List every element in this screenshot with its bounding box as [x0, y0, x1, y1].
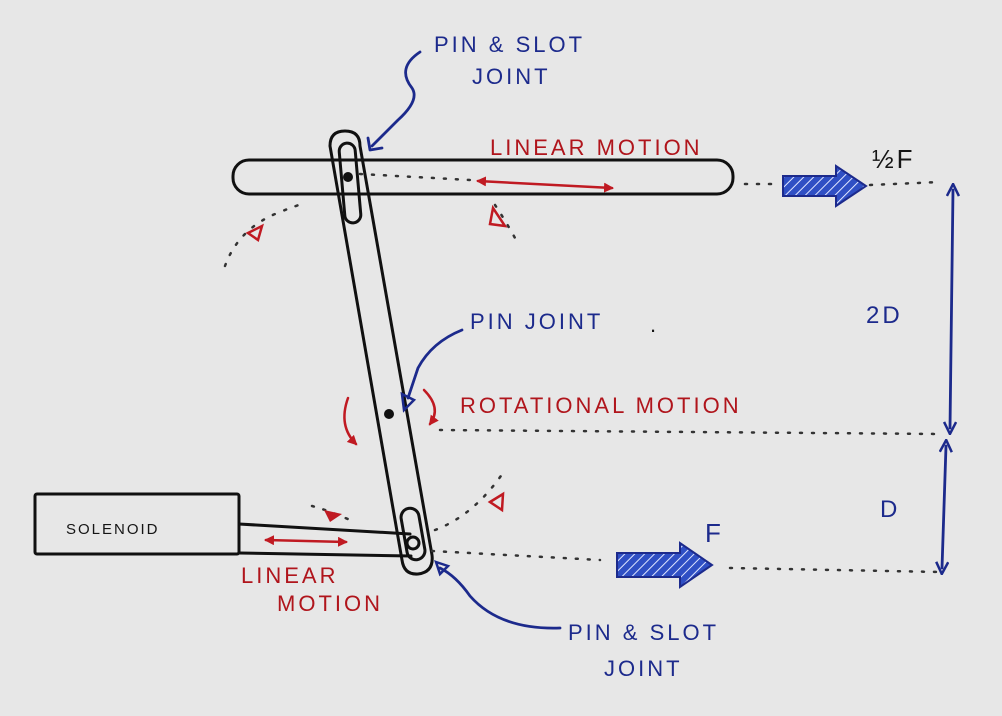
d-label: D	[880, 496, 900, 523]
dotted-line-middle	[438, 428, 942, 436]
rotation-arrow-left	[343, 396, 358, 446]
top-pin	[343, 172, 353, 182]
red-triangle-top	[488, 204, 508, 228]
leader-top-pin-slot	[370, 50, 422, 148]
two-d-label: 2D	[866, 302, 903, 329]
leader-top-arrowhead	[366, 136, 384, 152]
dimension-2d-arrow	[950, 190, 953, 428]
solenoid-plunger	[237, 522, 413, 558]
top-bar	[231, 158, 735, 196]
dotted-line-top	[358, 172, 472, 182]
force-arrow	[616, 541, 714, 589]
pin-slot-joint-bottom-label-line2: JOINT	[604, 656, 683, 681]
red-triangle-bottom-right	[487, 491, 505, 513]
linear-motion-bottom-label-line1: LINEAR	[241, 563, 338, 588]
leader-pin-joint	[406, 328, 464, 400]
rotational-motion-label: ROTATIONAL MOTION	[460, 393, 742, 418]
dotted-arc-top-right	[493, 203, 517, 240]
bottom-pin	[405, 535, 421, 551]
solenoid-label: SOLENOID	[66, 521, 160, 538]
pin-slot-joint-bottom-label-line1: PIN & SLOT	[568, 620, 719, 645]
top-slot	[337, 141, 363, 225]
top-linear-motion-arrow	[476, 176, 614, 193]
center-pin	[384, 409, 394, 419]
dimension-d-arrow	[942, 446, 946, 568]
half-force-arrow	[782, 164, 868, 208]
pin-slot-joint-top-label-line1: PIN & SLOT	[434, 32, 585, 57]
bottom-linear-motion-arrow	[264, 535, 348, 547]
leader-bottom-pin-slot	[438, 566, 562, 630]
rotation-arrow-right	[422, 388, 439, 426]
force-label: F	[705, 518, 724, 548]
linear-motion-top-label: LINEAR MOTION	[490, 135, 703, 160]
leader-bottom-arrowhead	[434, 560, 451, 577]
bottom-slot	[399, 506, 427, 562]
pin-joint-label: PIN JOINT	[470, 309, 603, 334]
main-lever	[328, 129, 434, 576]
dotted-line-bottom	[430, 549, 942, 574]
pin-joint-dot: .	[650, 312, 659, 337]
linear-motion-bottom-label-line2: MOTION	[277, 591, 383, 616]
dotted-line-top-right	[743, 180, 942, 187]
red-triangle-bottom-left	[324, 510, 342, 522]
dotted-arc-left	[223, 201, 307, 268]
leader-pin-joint-arrowhead	[400, 391, 417, 413]
pin-slot-joint-top-label-line2: JOINT	[472, 64, 551, 89]
dotted-arc-bottom-right	[433, 468, 507, 532]
red-triangle-left	[245, 223, 264, 243]
half-force-label: ½F	[872, 144, 916, 174]
dotted-arc-bottom-left	[310, 504, 352, 522]
